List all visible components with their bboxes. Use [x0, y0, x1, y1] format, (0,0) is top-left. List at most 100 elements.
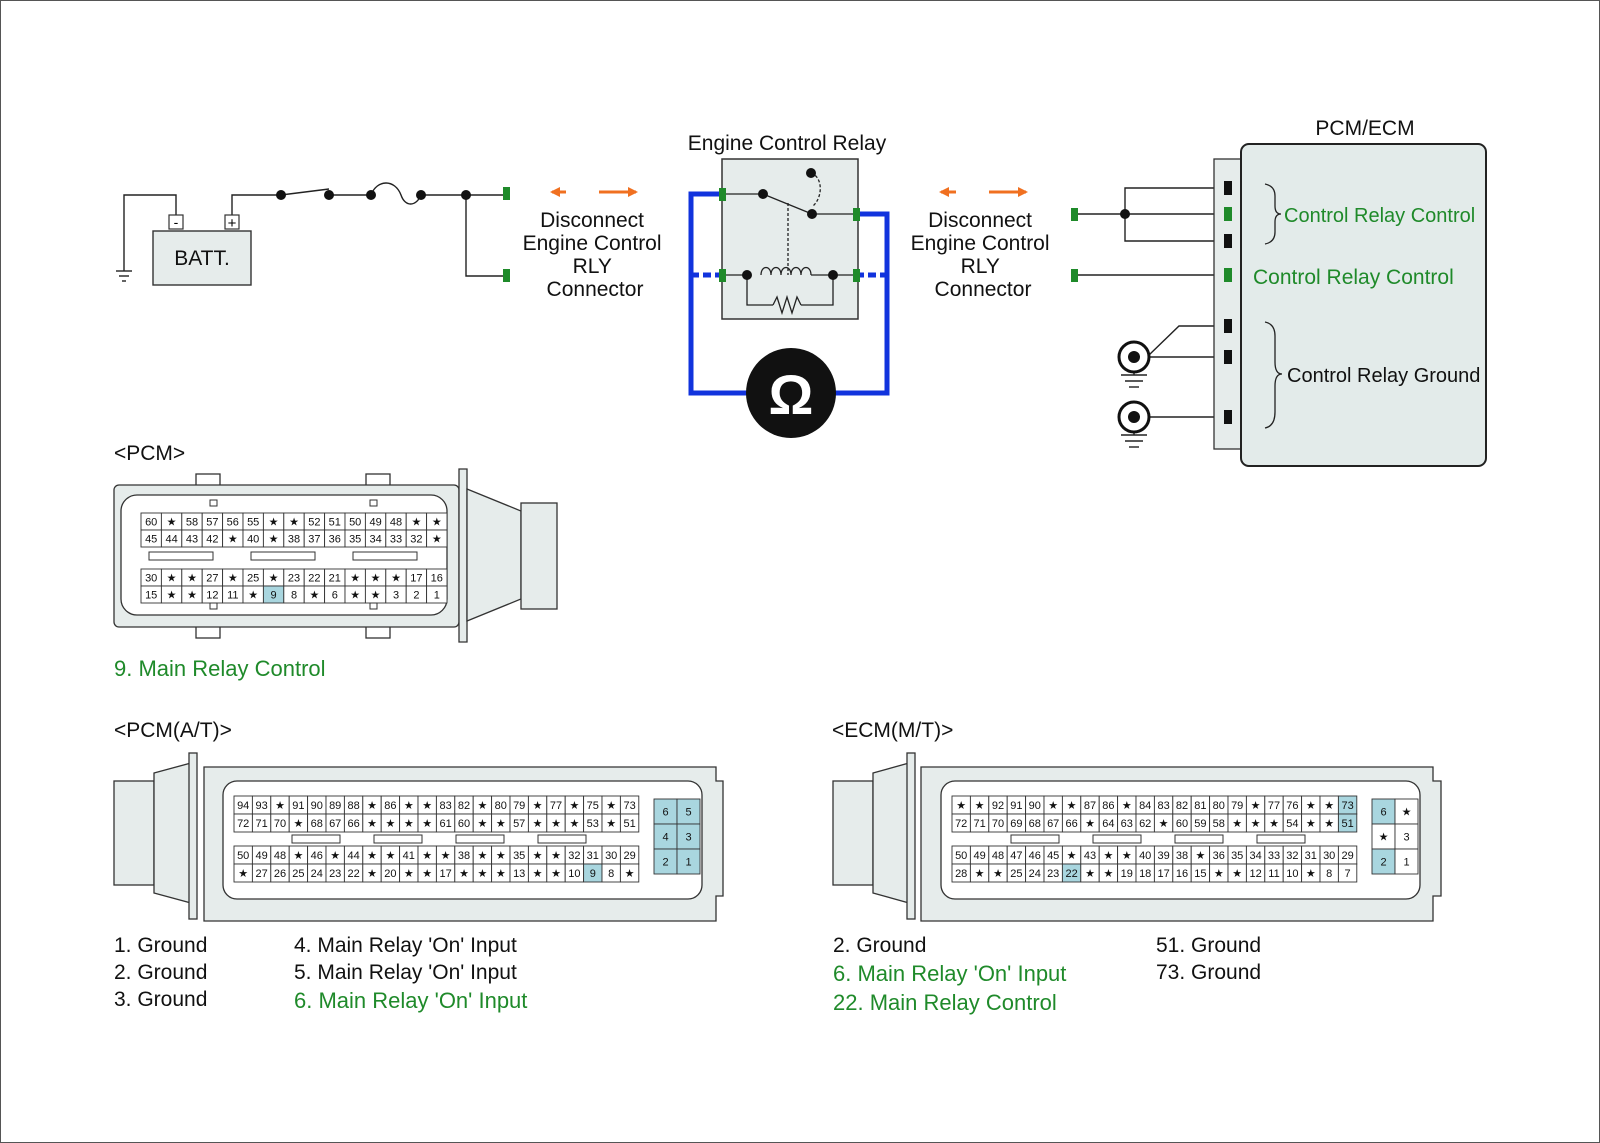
- pcm-at-pin-label: 22: [347, 868, 359, 880]
- pcm-pin-label: 15: [145, 590, 157, 602]
- pcm-at-pin-label: 71: [255, 818, 267, 830]
- pcm-at-pin-label: ★: [367, 850, 377, 862]
- ecm-title: PCM/ECM: [1315, 117, 1414, 140]
- pcm-at-pin-label: ★: [533, 818, 543, 830]
- pcm-at-pin-label: 61: [439, 818, 451, 830]
- ecm-mt-pin-cell: [1337, 863, 1358, 883]
- pcm-at-pin-label: ★: [385, 818, 395, 830]
- pcm-pin-label: 30: [145, 573, 157, 585]
- pcm-at-pin-label: ★: [422, 800, 432, 812]
- pcm-at-side-pin-label: 1: [685, 857, 691, 869]
- ecm-mt-pin-label: ★: [1214, 868, 1224, 880]
- pcm-pin-label: 51: [329, 517, 341, 529]
- ecm-mt-pin-label: 25: [1010, 868, 1022, 880]
- pcm-pin-label: 38: [288, 534, 300, 546]
- pcm-pin-label: ★: [432, 534, 442, 546]
- ecm-mt-pin-label: 15: [1194, 868, 1206, 880]
- pcm-pin-label: 2: [413, 590, 419, 602]
- pcm-pin-label: ★: [187, 573, 197, 585]
- pcm-at-pin-label: 86: [384, 800, 396, 812]
- ecm-mt-pin-cell: [1337, 813, 1358, 833]
- ecm-mt-pin-label: ★: [1159, 818, 1169, 830]
- ecm-mt-pin-label: 24: [1029, 868, 1041, 880]
- ecm-mt-pin-label: ★: [956, 800, 966, 812]
- ecm-mt-pin-label: 73: [1341, 800, 1353, 812]
- pcm-pin-label: ★: [309, 590, 319, 602]
- pin-right-bottom: [1071, 269, 1078, 282]
- ecm-mt-side-pin-cell: [1394, 848, 1419, 875]
- pcm-at-pin-label: ★: [330, 850, 340, 862]
- pcm-at-pin-label: 94: [237, 800, 249, 812]
- ecm-mt-pin-label: 46: [1029, 850, 1041, 862]
- disconnect-left-label: Disconnect Engine Control RLY Connector: [523, 209, 668, 301]
- pcm-at-pin-label: ★: [422, 868, 432, 880]
- ecm-mt-pin-label: 76: [1286, 800, 1298, 812]
- ecm-mt-side-pin-label: ★: [1402, 807, 1412, 819]
- ecm-mt-side-pin-label: 1: [1403, 857, 1409, 869]
- ecm-mt-pin-label: ★: [1122, 850, 1132, 862]
- pcm-pin-label: 34: [369, 534, 381, 546]
- pcm-at-pin-label: ★: [422, 850, 432, 862]
- pcm-at-pin-label: ★: [404, 800, 414, 812]
- pcm-at-pin-label: ★: [606, 800, 616, 812]
- pcm-at-pin-label: ★: [441, 850, 451, 862]
- pcm-at-pin-label: 93: [255, 800, 267, 812]
- ecm-pin-control-1: [1224, 207, 1232, 221]
- pcm-at-pin-label: ★: [533, 868, 543, 880]
- pcm-at-pin-label: ★: [477, 800, 487, 812]
- pcm-at-pin-label: 35: [513, 850, 525, 862]
- pcm-at-pin-label: 10: [568, 868, 580, 880]
- ecm-mt-pin-label: 87: [1084, 800, 1096, 812]
- pcm-pin-label: 49: [369, 517, 381, 529]
- ecm-mt-pin-label: ★: [1085, 818, 1095, 830]
- ecm-mt-pin-label: ★: [1122, 800, 1132, 812]
- pcm-pin-label: 55: [247, 517, 259, 529]
- ecm-mt-pin-label: 19: [1121, 868, 1133, 880]
- battery-pos-label: +: [228, 215, 237, 232]
- pcm-at-pin-label: 49: [255, 850, 267, 862]
- pcm-at-pin-label: ★: [293, 818, 303, 830]
- ecm-mt-pin-label: ★: [1269, 818, 1279, 830]
- pcm-at-pin-label: 32: [568, 850, 580, 862]
- ecm-mt-pin-label: 72: [955, 818, 967, 830]
- ecm-mt-pin-label: 47: [1010, 850, 1022, 862]
- pcm-pin-label: ★: [248, 590, 258, 602]
- ecm-mt-pin-label: 30: [1323, 850, 1335, 862]
- pcm-at-pin-label: 53: [587, 818, 599, 830]
- pin-right-top: [1071, 208, 1078, 221]
- pcm-pin-label: ★: [269, 534, 279, 546]
- ecm-mt-pin-label: 36: [1213, 850, 1225, 862]
- pcm-at-pin-label: 89: [329, 800, 341, 812]
- pcm-at-pin-label: ★: [569, 818, 579, 830]
- ecm-mt-pin-label: 45: [1047, 850, 1059, 862]
- ecm-mt-pin-label: ★: [1103, 868, 1113, 880]
- pcm-at-pin-label: 23: [329, 868, 341, 880]
- ecm-mt-pin-label: ★: [1324, 800, 1334, 812]
- ecm-mt-pin-label: 48: [992, 850, 1004, 862]
- pcm-at-pin-label: 88: [347, 800, 359, 812]
- battery-label: BATT.: [174, 247, 230, 270]
- ecm-mt-pin-label: 90: [1029, 800, 1041, 812]
- pcm-at-title: <PCM(A/T)>: [114, 719, 232, 742]
- ecm-mt-pin-label: 11: [1268, 868, 1279, 880]
- pcm-pin-label: 17: [410, 573, 422, 585]
- ecm-mt-pin-label: ★: [1324, 818, 1334, 830]
- ecm-mt-pin-label: 12: [1249, 868, 1261, 880]
- pcm-pin-label: ★: [167, 573, 177, 585]
- pcm-at-pin-label: 57: [513, 818, 525, 830]
- pcm-at-pin-label: 60: [458, 818, 470, 830]
- ecm-mt-pin-label: ★: [975, 800, 985, 812]
- ecm-mt-pin-label: 60: [1176, 818, 1188, 830]
- pcm-pin-label: 60: [145, 517, 157, 529]
- pcm-at-pin-label: 83: [439, 800, 451, 812]
- ohmmeter-symbol: Ω: [769, 363, 814, 426]
- ecm-mt-pin-label: 54: [1286, 818, 1298, 830]
- relay-box: [721, 158, 859, 320]
- ecm-mt-pin-label: 35: [1231, 850, 1243, 862]
- ecm-mt-pin-label: 40: [1139, 850, 1151, 862]
- pcm-pin-label: ★: [289, 517, 299, 529]
- ecm-mt-pin-label: ★: [1232, 868, 1242, 880]
